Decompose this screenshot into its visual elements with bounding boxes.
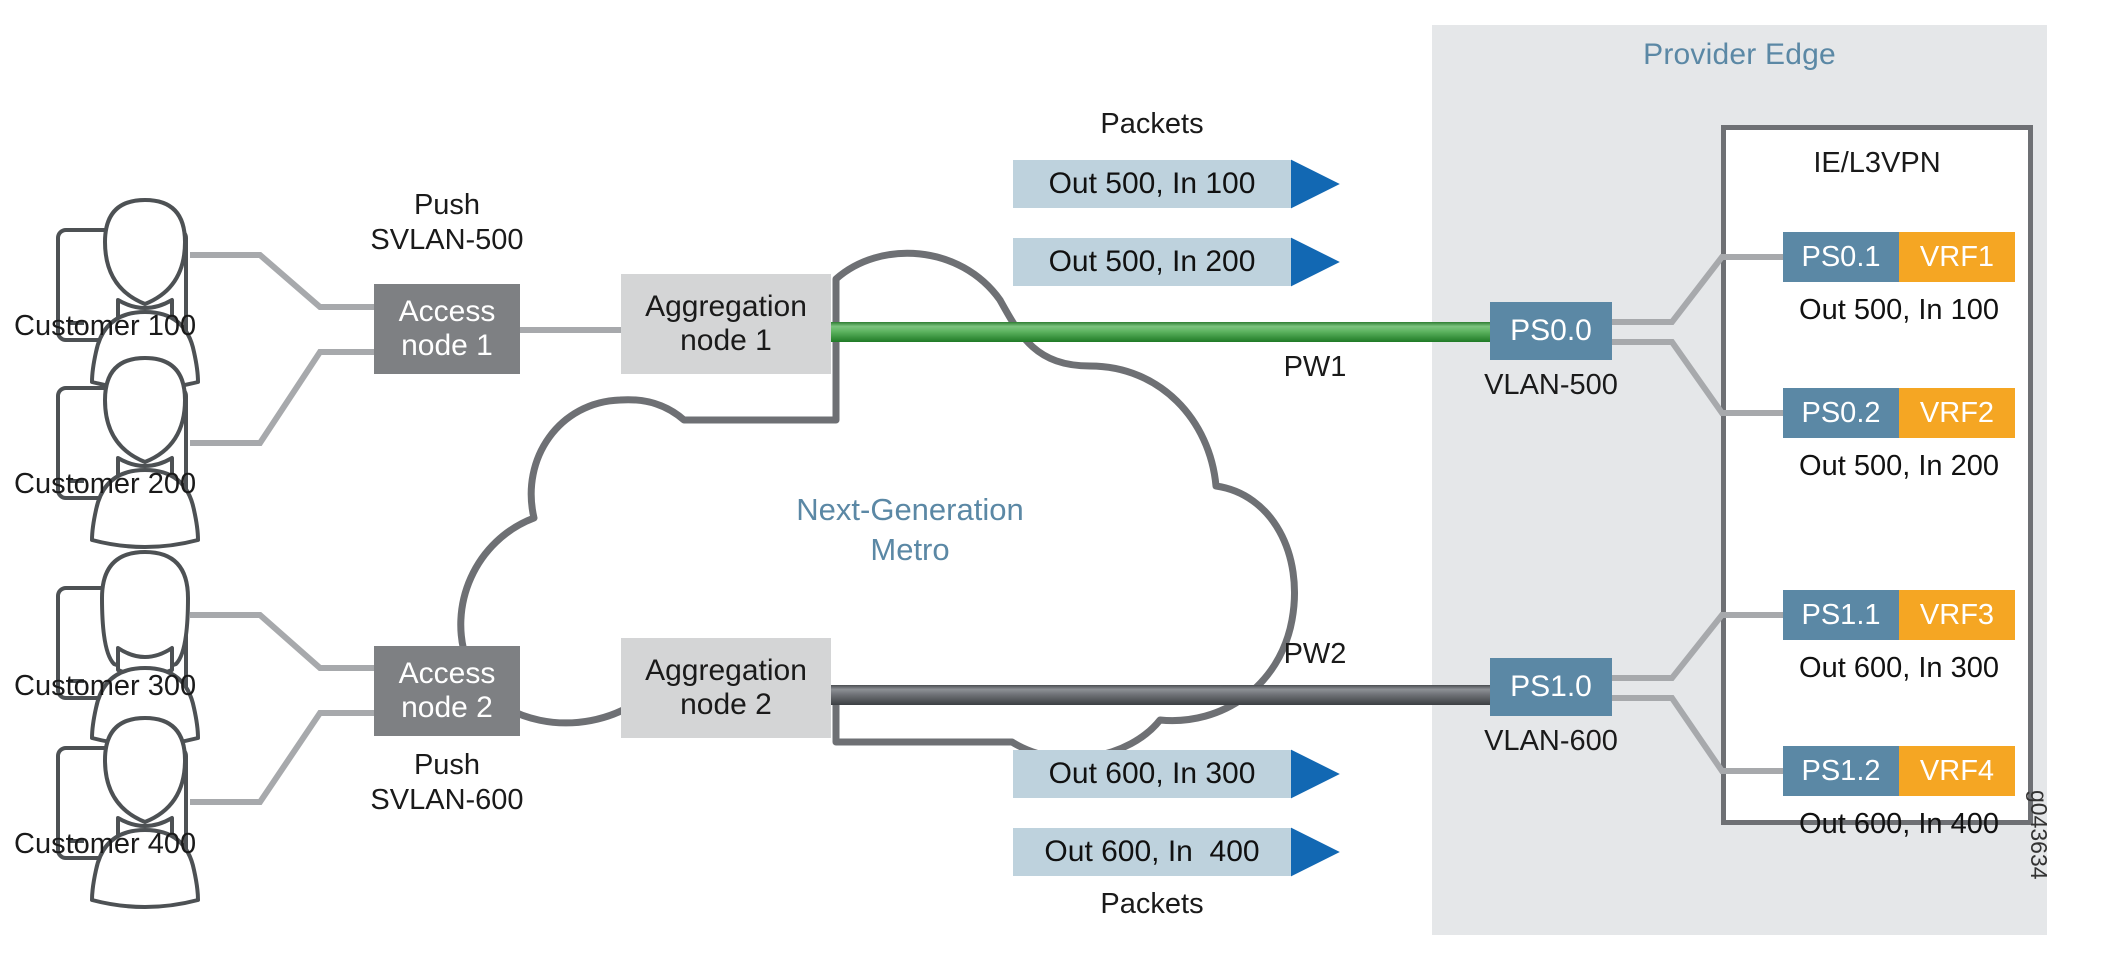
user-monitor-icon bbox=[56, 716, 200, 909]
vlan-600-label: VLAN-600 bbox=[1484, 725, 1618, 757]
packets-caption-top: Packets bbox=[1100, 108, 1204, 140]
customer-300-label: Customer 300 bbox=[14, 670, 197, 702]
access-node-2[interactable]: Access node 2 bbox=[374, 646, 520, 736]
customer-200-label: Customer 200 bbox=[14, 468, 197, 500]
customer-link bbox=[190, 252, 621, 805]
packets-caption-bottom: Packets bbox=[1100, 888, 1204, 920]
packet-chip-top-1: Out 500, In 100 bbox=[1013, 160, 1291, 208]
push-svlan-500-label: Push SVLAN-500 bbox=[370, 189, 524, 256]
vrf-row-4[interactable]: PS1.2 VRF4 bbox=[1783, 746, 2015, 796]
packet-chip-top-2: Out 500, In 200 bbox=[1013, 238, 1291, 286]
pw1-label: PW1 bbox=[1283, 351, 1347, 383]
ps0-2-label: PS0.2 bbox=[1783, 388, 1899, 438]
packet-chip-bottom-1: Out 600, In 300 bbox=[1013, 750, 1291, 798]
vrf-row-2[interactable]: PS0.2 VRF2 bbox=[1783, 388, 2015, 438]
user-monitor-icon bbox=[56, 550, 200, 747]
aggregation-node-1[interactable]: Aggregation node 1 bbox=[621, 274, 831, 374]
pw2-label: PW2 bbox=[1283, 638, 1347, 670]
vrf-row-3[interactable]: PS1.1 VRF3 bbox=[1783, 590, 2015, 640]
ps0-1-label: PS0.1 bbox=[1783, 232, 1899, 282]
figure-id-label: g043634 bbox=[2026, 790, 2052, 880]
push-svlan-600-label: Push SVLAN-600 bbox=[370, 749, 524, 816]
ps1-0-node[interactable]: PS1.0 bbox=[1490, 658, 1612, 716]
ps1-1-label: PS1.1 bbox=[1783, 590, 1899, 640]
vrf1-label: VRF1 bbox=[1899, 232, 2015, 282]
vrf2-label: VRF2 bbox=[1899, 388, 2015, 438]
aggregation-node-2[interactable]: Aggregation node 2 bbox=[621, 638, 831, 738]
ps1-2-label: PS1.2 bbox=[1783, 746, 1899, 796]
vrf-row-4-tags: Out 600, In 400 bbox=[1799, 808, 1999, 840]
packet-chip-bottom-2: Out 600, In 400 bbox=[1013, 828, 1291, 876]
vrf4-label: VRF4 bbox=[1899, 746, 2015, 796]
ps0-0-node[interactable]: PS0.0 bbox=[1490, 302, 1612, 360]
vrf-row-2-tags: Out 500, In 200 bbox=[1799, 450, 1999, 482]
provider-edge-title: Provider Edge bbox=[1643, 38, 1836, 71]
vlan-500-label: VLAN-500 bbox=[1484, 369, 1618, 401]
metro-cloud-label: Next-Generation Metro bbox=[796, 492, 1024, 567]
user-monitor-icon bbox=[56, 356, 200, 549]
vrf-row-3-tags: Out 600, In 300 bbox=[1799, 652, 1999, 684]
pw2-pipe bbox=[831, 685, 1501, 705]
ie-l3vpn-title: IE/L3VPN bbox=[1813, 147, 1941, 179]
arrow-right-icon bbox=[1290, 159, 1340, 877]
customer-100-label: Customer 100 bbox=[14, 310, 197, 342]
metro-cloud bbox=[457, 249, 1299, 762]
access-node-1[interactable]: Access node 1 bbox=[374, 284, 520, 374]
customer-400-label: Customer 400 bbox=[14, 828, 197, 860]
vrf-row-1-tags: Out 500, In 100 bbox=[1799, 294, 1999, 326]
ps-vrf-link bbox=[1612, 254, 1783, 774]
pw1-pipe bbox=[831, 322, 1501, 342]
vrf-row-1[interactable]: PS0.1 VRF1 bbox=[1783, 232, 2015, 282]
vrf3-label: VRF3 bbox=[1899, 590, 2015, 640]
